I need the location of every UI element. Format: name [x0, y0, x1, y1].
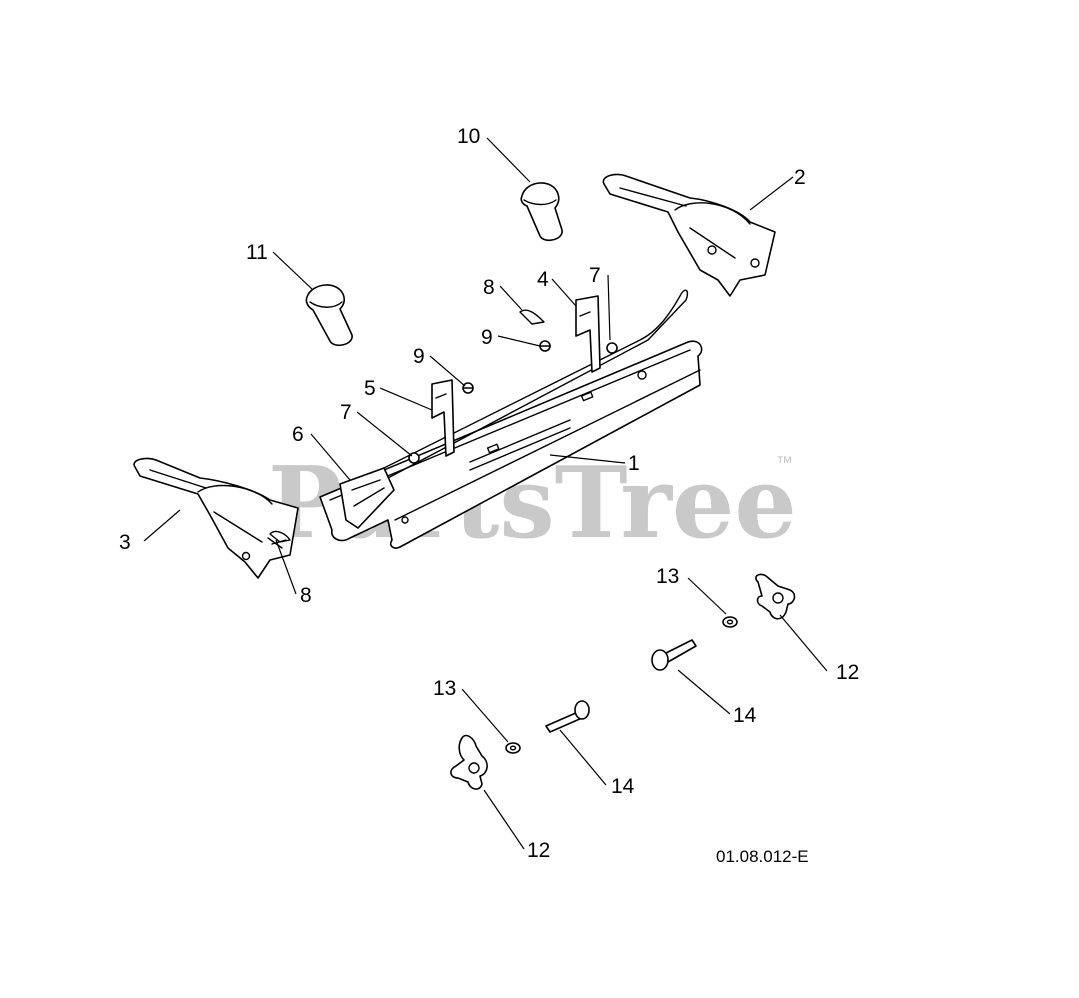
callout-3: 3	[119, 531, 131, 554]
bracket-part-4	[575, 295, 601, 373]
callout-5: 5	[364, 377, 376, 400]
washer-part-13-left	[505, 742, 521, 754]
callout-12-left: 12	[527, 839, 550, 862]
callout-8-lower: 8	[300, 584, 312, 607]
lever-part-2	[602, 173, 776, 297]
bracket-part-5	[431, 379, 455, 457]
bolt-part-14-left	[545, 700, 590, 733]
callout-labels: 10 11 2 3 1 4 7 8 9 9 5 7 6 8 13 12 14 1…	[119, 125, 859, 862]
leader-lines	[143, 137, 828, 850]
bracket-part-6	[339, 467, 395, 529]
callout-13-right: 13	[656, 565, 679, 588]
callout-1: 1	[628, 452, 640, 475]
callout-14-right: 14	[733, 704, 757, 727]
clip-part-8-upper	[519, 309, 545, 325]
callout-7-lower: 7	[340, 401, 352, 424]
knob-part-11	[305, 284, 353, 347]
watermark-trademark: ™	[776, 453, 793, 472]
callout-13-left: 13	[433, 677, 456, 700]
callout-14-left: 14	[611, 775, 635, 798]
callout-9-lower: 9	[413, 345, 425, 368]
callout-12-right: 12	[836, 661, 859, 684]
callout-2: 2	[794, 166, 806, 189]
star-knob-part-12-left	[450, 734, 488, 790]
callout-6: 6	[292, 423, 304, 446]
clip-part-8-lower	[269, 530, 291, 543]
callout-11: 11	[246, 241, 268, 264]
callout-7-upper: 7	[589, 264, 601, 287]
bracket-part-1	[319, 289, 703, 549]
callout-9-upper: 9	[481, 326, 493, 349]
star-knob-part-12-right	[755, 573, 796, 620]
screw-part-9-lower	[462, 382, 474, 394]
drawing-code: 01.08.012-E	[716, 847, 809, 866]
screw-part-9-upper	[539, 340, 551, 352]
callout-8-upper: 8	[483, 276, 495, 299]
callout-4: 4	[537, 268, 549, 291]
lever-part-3	[133, 457, 299, 579]
bolt-part-14-right	[651, 639, 697, 671]
callout-10: 10	[457, 125, 480, 148]
knob-part-10	[520, 182, 563, 242]
washer-part-13-right	[722, 616, 738, 628]
